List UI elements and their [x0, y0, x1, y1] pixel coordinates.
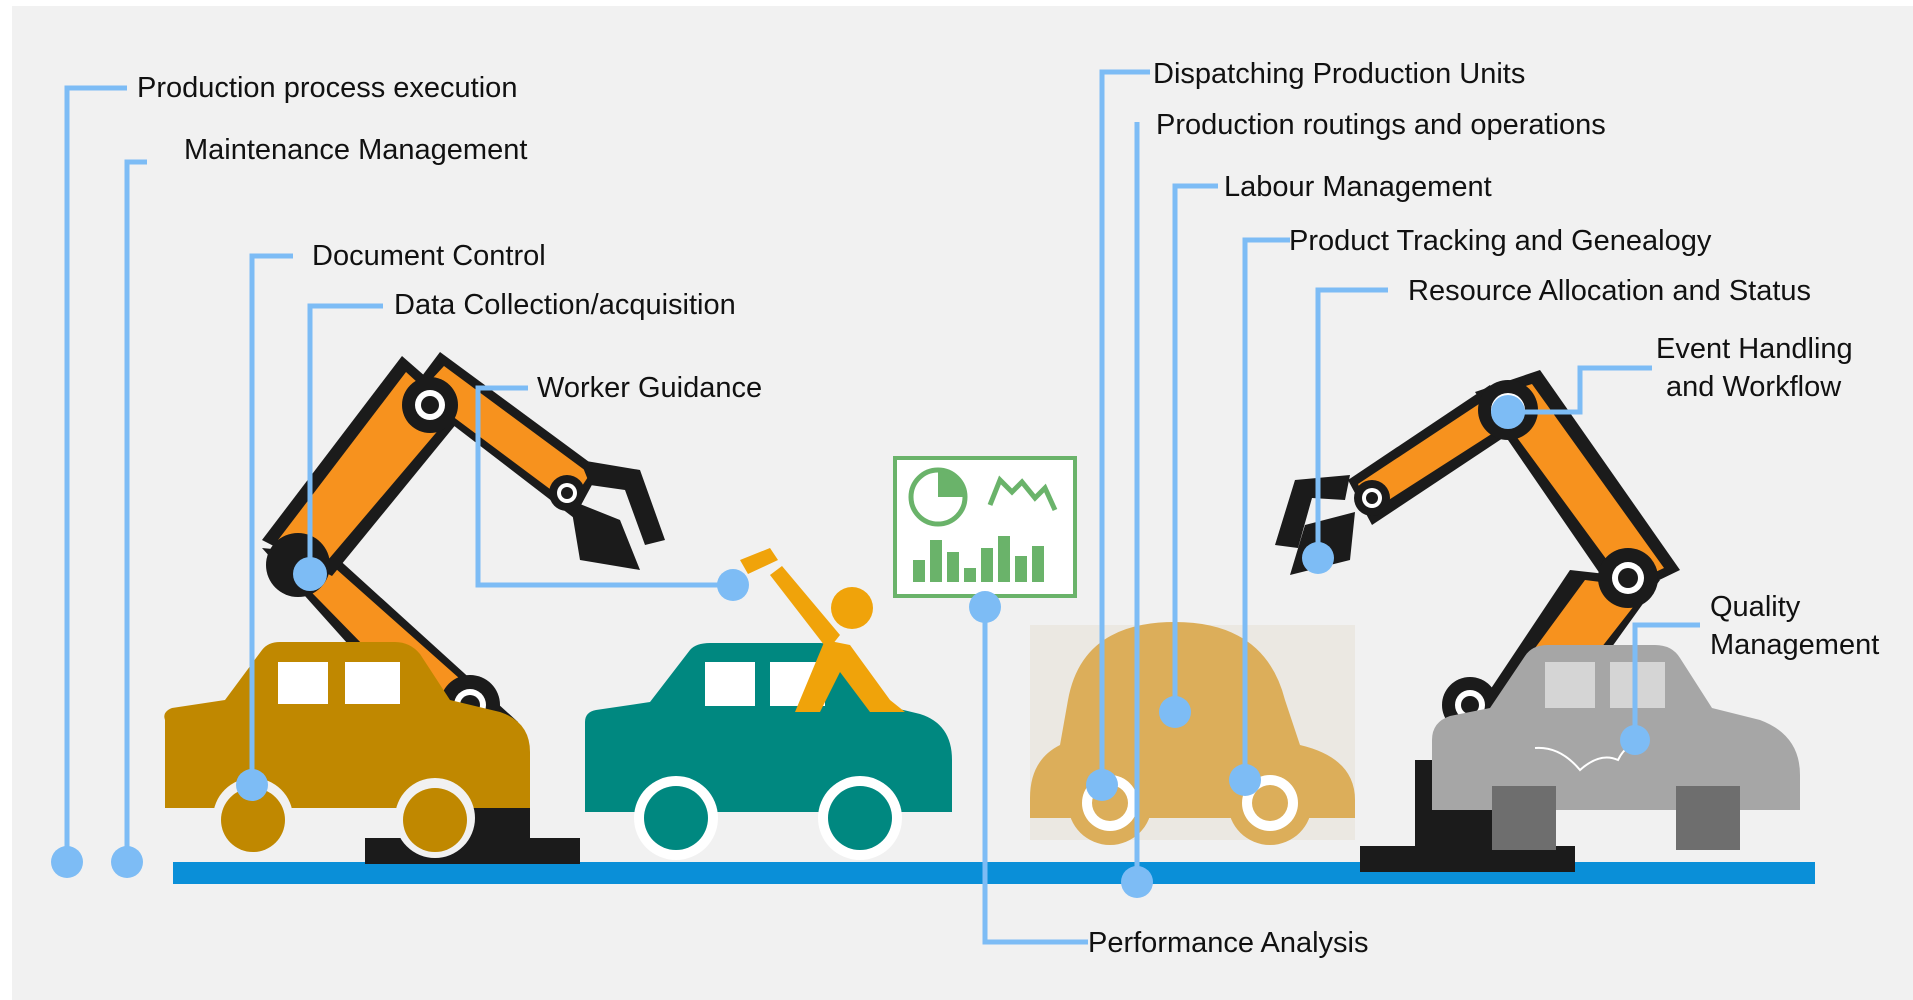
leader-resource-allocation	[1315, 287, 1388, 558]
label-quality-line2: Management	[1710, 629, 1879, 661]
robot-forearm	[420, 366, 590, 504]
worker-arm	[770, 566, 840, 650]
dot-production-process	[51, 846, 83, 878]
leader-document-control	[249, 253, 293, 785]
robot-right-forearm	[1358, 398, 1504, 512]
leader-product-tracking	[1242, 237, 1290, 780]
leader-performance	[982, 608, 1088, 945]
label-event-handling-line1: Event Handling	[1656, 333, 1853, 365]
label-performance: Performance Analysis	[1088, 927, 1368, 959]
robot-right-joint-base-hub	[1461, 696, 1479, 714]
robot-joint-top-hub	[421, 396, 439, 414]
label-worker-guidance: Worker Guidance	[537, 372, 762, 404]
leader-event-handling	[1508, 365, 1652, 415]
car-icon	[1432, 645, 1800, 850]
car-wheel-brown-rear	[403, 788, 467, 852]
car-wheel-teal-rear	[828, 786, 892, 850]
dot-event-handling	[1491, 395, 1525, 429]
dashboard-line-chart	[987, 475, 1058, 512]
robot-base	[365, 838, 580, 864]
leader-dispatching	[1099, 69, 1150, 785]
leader-lines	[64, 69, 1700, 945]
leader-labour	[1172, 183, 1218, 712]
label-maintenance: Maintenance Management	[184, 134, 527, 166]
car-body-brown	[164, 642, 531, 808]
dot-data-collection	[293, 557, 327, 591]
dot-dispatching	[1086, 769, 1118, 801]
dashboard-bar-3	[947, 552, 959, 582]
dot-performance	[969, 591, 1001, 623]
dot-document-control	[236, 769, 268, 801]
worker-head	[831, 587, 873, 629]
label-dispatching: Dispatching Production Units	[1153, 58, 1525, 90]
dot-worker-guidance	[717, 569, 749, 601]
robot-right-joint-wrist-hub	[1366, 492, 1378, 504]
dashboard-bar-2	[930, 540, 942, 582]
car-window-brown-2	[345, 662, 400, 704]
worker-icon	[740, 548, 905, 712]
leader-endpoints	[51, 395, 1650, 898]
leader-production-process	[64, 85, 127, 862]
robot-right-upper-arm	[1488, 384, 1664, 586]
leader-maintenance	[124, 159, 147, 862]
label-quality-line1: Quality	[1710, 591, 1801, 623]
robot-right-base	[1360, 846, 1575, 872]
car-wheel-tan-rear-hub	[1252, 785, 1288, 821]
robot-right-gripper	[1275, 475, 1355, 575]
car-window-teal-1	[705, 662, 755, 706]
label-product-tracking: Product Tracking and Genealogy	[1289, 225, 1712, 257]
dashboard-bar-8	[1032, 546, 1044, 582]
label-resource-allocation: Resource Allocation and Status	[1408, 275, 1811, 307]
label-labour: Labour Management	[1224, 171, 1492, 203]
car-wheel-gray-rear	[1676, 786, 1740, 850]
car-window-gray-1	[1545, 662, 1595, 708]
dot-routings	[1121, 866, 1153, 898]
leader-quality	[1632, 622, 1700, 740]
dashboard-bar-1	[913, 560, 925, 582]
dashboard-bar-5	[981, 548, 993, 582]
dashboard-icon	[893, 456, 1077, 598]
dot-quality	[1620, 725, 1650, 755]
robot-gripper	[570, 460, 665, 570]
leader-data-collection	[307, 303, 383, 570]
label-production-process: Production process execution	[137, 72, 517, 104]
label-event-handling-line2: and Workflow	[1666, 371, 1842, 403]
robot-right-joint-elbow-hub	[1618, 568, 1638, 588]
dot-resource-allocation	[1302, 542, 1334, 574]
dashboard-pie-slice	[938, 470, 965, 497]
label-data-collection: Data Collection/acquisition	[394, 289, 736, 321]
dot-labour	[1159, 696, 1191, 728]
car-body-gray	[1432, 645, 1800, 810]
dot-product-tracking	[1229, 764, 1261, 796]
label-routings: Production routings and operations	[1156, 109, 1606, 141]
car-wheel-teal-front	[644, 786, 708, 850]
dot-maintenance	[111, 846, 143, 878]
car-wheel-brown-front	[221, 788, 285, 852]
leader-worker-guidance	[475, 385, 733, 588]
car-icon	[164, 642, 531, 858]
label-document-control: Document Control	[312, 240, 546, 272]
worker-tool	[740, 548, 778, 575]
dashboard-bar-4	[964, 568, 976, 582]
robot-joint-wrist-hub	[561, 487, 573, 499]
dashboard-bar-7	[1015, 556, 1027, 582]
car-wheel-gray-front	[1492, 786, 1556, 850]
car-icon	[1030, 622, 1355, 845]
car-window-brown-1	[278, 662, 328, 704]
worker-body	[795, 640, 905, 712]
dashboard-bar-6	[998, 536, 1010, 582]
